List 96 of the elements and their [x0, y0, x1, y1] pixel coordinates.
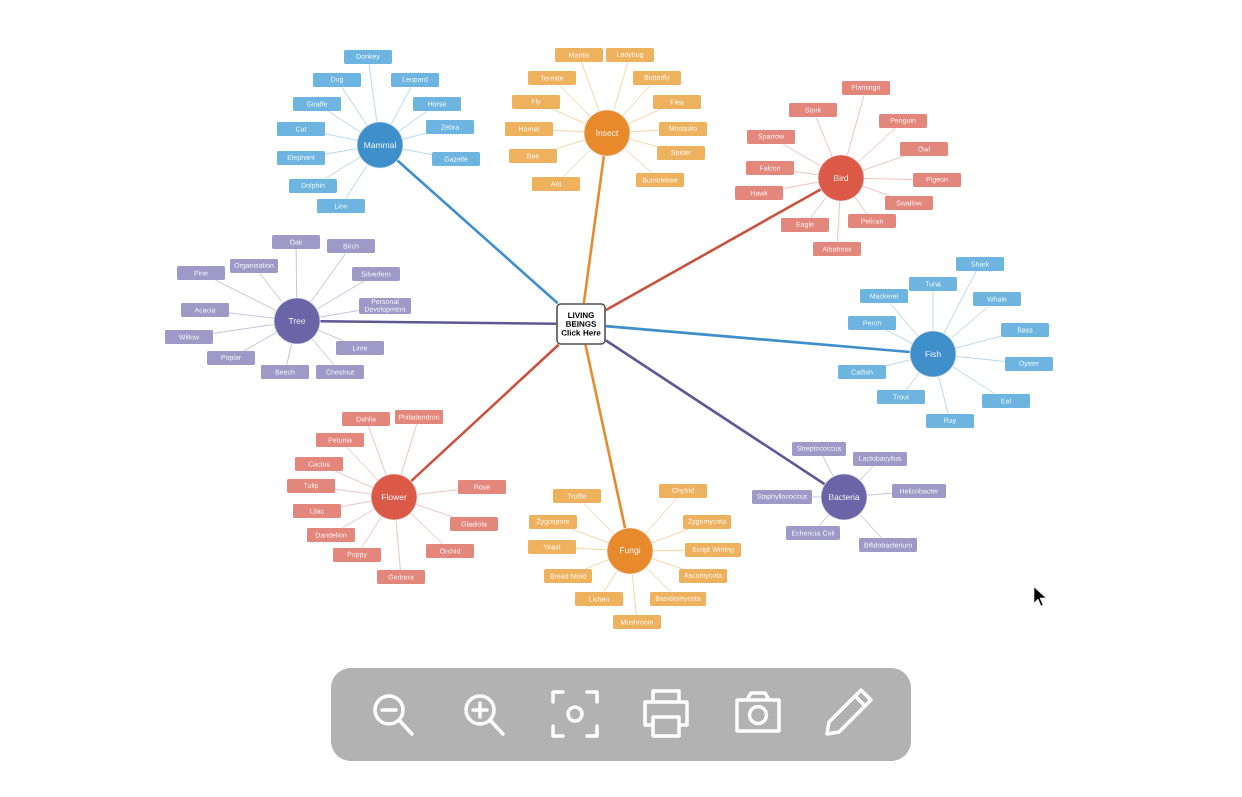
connector-line — [938, 376, 949, 415]
connector-line — [228, 312, 275, 319]
connector-line — [862, 185, 890, 197]
connector-line — [859, 465, 874, 481]
connector-line — [324, 148, 358, 155]
connector-line — [243, 332, 277, 352]
connector-line — [396, 159, 559, 305]
connector-line — [558, 84, 591, 117]
connector-line — [316, 280, 365, 310]
connector-line — [783, 143, 822, 167]
connector-line — [646, 567, 672, 593]
connector-line — [320, 319, 557, 325]
connector-line — [310, 252, 347, 303]
connector-line — [324, 156, 361, 180]
connector-line — [651, 528, 689, 544]
connector-line — [582, 155, 606, 304]
connector-line — [906, 372, 920, 391]
connector-line — [562, 149, 591, 178]
connector-line — [334, 488, 372, 495]
connector-line — [345, 164, 368, 200]
connector-line — [335, 470, 373, 488]
connector-line — [311, 338, 335, 366]
connector-line — [402, 132, 427, 140]
connector-line — [295, 248, 298, 298]
connector-line — [822, 455, 834, 477]
connector-line — [324, 133, 358, 141]
connector-line — [585, 559, 609, 570]
connector-line — [854, 196, 868, 215]
connector-line — [624, 148, 653, 174]
connector-line — [628, 108, 662, 124]
connector-line — [859, 513, 882, 539]
connector-line — [605, 339, 826, 486]
connector-line — [613, 61, 629, 111]
connector-line — [346, 446, 379, 481]
connector-line — [398, 110, 428, 132]
connector-line — [632, 573, 637, 616]
connector-line — [629, 138, 658, 147]
connector-line — [605, 324, 910, 354]
connector-line — [368, 425, 387, 476]
connector-line — [793, 171, 819, 176]
connector-line — [630, 129, 660, 133]
connector-line — [810, 196, 828, 219]
connector-line — [885, 329, 913, 344]
connector-line — [857, 127, 896, 163]
connector-line — [622, 84, 651, 117]
connector-line — [932, 290, 934, 331]
connector-line — [583, 502, 615, 535]
connector-line — [552, 108, 586, 124]
connector-line — [327, 110, 361, 133]
connector-line — [341, 86, 368, 126]
connector-line — [571, 528, 609, 544]
connector-line — [866, 492, 893, 496]
connector-line — [410, 343, 560, 483]
connector-line — [342, 508, 375, 529]
connector-line — [319, 310, 360, 318]
connector-line — [955, 336, 1002, 349]
connector-line — [368, 63, 378, 123]
connector-line — [952, 366, 996, 395]
connector-line — [837, 200, 840, 243]
connector-line — [605, 188, 822, 312]
connector-line — [402, 148, 433, 155]
connector-line — [818, 514, 830, 527]
connector-line — [390, 86, 412, 125]
connector-line — [889, 302, 919, 337]
connector-line — [286, 343, 292, 366]
connector-line — [215, 279, 277, 311]
connector-line — [645, 497, 677, 534]
connector-line — [651, 558, 683, 570]
connector-line — [811, 496, 821, 498]
connector-line — [212, 324, 275, 334]
connector-line — [340, 500, 372, 507]
connector-line — [400, 423, 418, 476]
connector-line — [415, 504, 453, 518]
connector-line — [581, 61, 600, 112]
connector-line — [864, 178, 914, 180]
connector-line — [416, 489, 459, 495]
connector-line — [410, 512, 443, 545]
connector-line — [555, 139, 586, 150]
connector-line — [259, 272, 283, 303]
connector-line — [318, 329, 344, 342]
connector-line — [950, 305, 989, 340]
connector-line — [552, 129, 585, 133]
connector-line — [584, 344, 627, 529]
connector-line — [782, 181, 819, 189]
connector-line — [815, 116, 833, 157]
connector-line — [943, 270, 977, 334]
connector-line — [653, 550, 686, 551]
connector-line — [395, 519, 401, 571]
root-box: LIVING BEINGS Click Here — [556, 303, 606, 345]
connector-line — [603, 570, 618, 593]
connector-line — [955, 356, 1006, 362]
connector-line — [862, 155, 904, 171]
connector-line — [846, 94, 865, 156]
connector-line — [361, 516, 382, 549]
connector-line — [885, 359, 911, 367]
connector-line — [575, 547, 608, 551]
